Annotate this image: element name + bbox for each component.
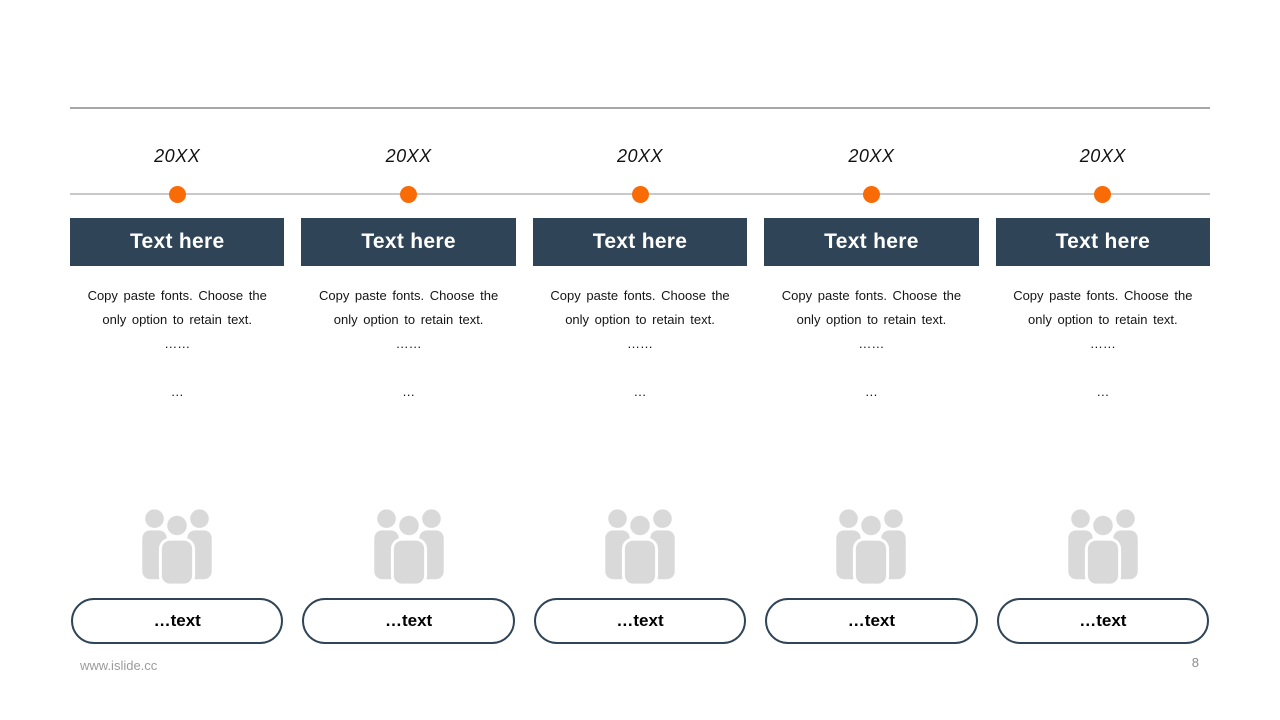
footer-url: www.islide.cc [80,658,158,673]
timeline-dot-icon [168,186,186,203]
timeline-dot-icon [1094,186,1112,203]
body-line: …… [627,336,654,351]
column-body-text: Copy paste fonts. Choose the only option… [301,284,515,404]
timeline-dot-icon [400,186,418,203]
body-line: Copy paste fonts. Choose the [781,288,962,303]
people-group-icon [836,509,907,587]
body-line: …… [858,336,885,351]
people-group-icon [373,509,444,587]
body-line: Copy paste fonts. Choose the [318,288,499,303]
year-label: 20XX [616,146,664,166]
timeline-dot-icon [631,186,649,203]
people-group-icon [142,509,212,587]
body-line: only option to retain text. [102,312,253,327]
body-line: … [170,384,184,399]
body-line: … [402,384,416,399]
text-pill[interactable]: …text [533,598,747,644]
body-line: …… [1089,336,1116,351]
timeline-column-1: 20XX Text here Copy paste fonts. Choose … [70,0,285,720]
body-line: … [1096,384,1110,399]
people-group-icon [605,509,675,587]
body-line: Copy paste fonts. Choose the [1013,288,1193,303]
body-line: … [633,384,647,399]
body-line: only option to retain text. [1028,312,1178,327]
body-line: Copy paste fonts. Choose the [550,288,730,303]
column-body-text: Copy paste fonts. Choose the only option… [996,284,1210,404]
body-line: only option to retain text. [565,312,715,327]
body-line: only option to retain text. [796,312,947,327]
year-label: 20XX [385,146,432,166]
timeline-column-2: 20XX Text here Copy paste fonts. Choose … [301,0,516,720]
body-line: …… [395,336,422,351]
column-header[interactable]: Text here [70,218,285,266]
column-header[interactable]: Text here [532,218,748,266]
text-pill[interactable]: …text [71,598,284,644]
year-label: 20XX [1079,146,1126,166]
column-header[interactable]: Text here [995,218,1211,266]
timeline-dot-icon [862,186,880,203]
column-header[interactable]: Text here [301,218,516,266]
column-body-text: Copy paste fonts. Choose the only option… [533,284,747,404]
people-group-icon [1068,509,1138,587]
page-number: 8 [1191,655,1199,670]
year-label: 20XX [848,146,895,166]
text-pill[interactable]: …text [765,598,978,644]
timeline-column-3: 20XX Text here Copy paste fonts. Choose … [532,0,748,720]
body-line: Copy paste fonts. Choose the [87,288,267,303]
timeline-column-5: 20XX Text here Copy paste fonts. Choose … [995,0,1211,720]
column-body-text: Copy paste fonts. Choose the only option… [764,284,978,404]
timeline-column-4: 20XX Text here Copy paste fonts. Choose … [764,0,979,720]
text-pill[interactable]: …text [996,598,1210,644]
timeline-columns: 20XX Text here Copy paste fonts. Choose … [70,0,1211,720]
text-pill[interactable]: …text [302,598,515,644]
body-line: … [864,384,878,399]
body-line: …… [164,336,191,351]
body-line: only option to retain text. [333,312,484,327]
column-header[interactable]: Text here [764,218,979,266]
top-divider-line [70,107,1210,109]
year-label: 20XX [154,146,201,166]
column-body-text: Copy paste fonts. Choose the only option… [70,284,284,404]
